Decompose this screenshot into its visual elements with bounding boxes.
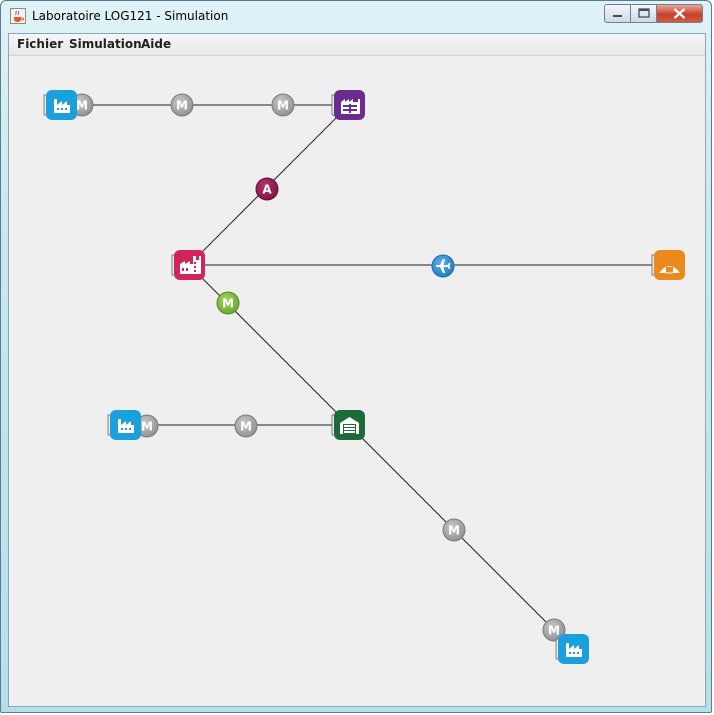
vehicle-m[interactable]: M — [542, 618, 566, 642]
vehicle-label: M — [222, 297, 234, 311]
window-title: Laboratoire LOG121 - Simulation — [32, 9, 229, 23]
menu-bar: Fichier Simulation Aide — [9, 34, 705, 56]
maximize-icon — [638, 8, 650, 18]
menu-simulation[interactable]: Simulation — [69, 37, 142, 51]
factory-icon — [118, 419, 134, 433]
simulation-drawing: M M M — [43, 90, 685, 664]
vehicle-airplane[interactable] — [431, 254, 455, 278]
assembly-plant-icon — [341, 99, 360, 114]
maximize-button[interactable] — [630, 4, 657, 23]
airplane-icon — [436, 259, 451, 273]
minimize-button[interactable] — [604, 4, 631, 23]
warehouse-icon — [340, 417, 359, 434]
factory-icon — [54, 99, 70, 113]
route-lines — [62, 104, 669, 650]
menu-aide[interactable]: Aide — [141, 37, 172, 51]
assembly-plant-node[interactable] — [331, 90, 365, 120]
factory-node[interactable] — [555, 634, 589, 664]
route-line — [188, 264, 350, 426]
title-bar[interactable]: Laboratoire LOG121 - Simulation — [1, 1, 713, 33]
vehicle-label: M — [548, 624, 560, 638]
vehicle-m[interactable]: M — [271, 93, 295, 117]
vehicle-label: M — [277, 99, 289, 113]
assembly-factory-icon — [180, 256, 201, 274]
vehicle-m[interactable]: M — [442, 518, 466, 542]
assembly-factory-node[interactable] — [171, 250, 205, 280]
factory-icon — [566, 643, 582, 657]
java-cup-icon — [10, 8, 26, 24]
vehicle-label: M — [76, 99, 88, 113]
hangar-icon — [659, 266, 680, 274]
vehicle-label: A — [262, 183, 272, 197]
minimize-icon — [613, 15, 622, 17]
vehicle-label: M — [240, 420, 252, 434]
factory-node[interactable] — [107, 410, 141, 440]
hangar-node[interactable] — [651, 250, 685, 280]
vehicle-m[interactable]: M — [170, 93, 194, 117]
menu-fichier[interactable]: Fichier — [17, 37, 64, 51]
close-icon — [673, 8, 686, 19]
vehicle-m[interactable]: M — [234, 414, 258, 438]
vehicle-m-green[interactable]: M — [216, 291, 240, 315]
close-button[interactable] — [656, 4, 703, 23]
simulation-canvas[interactable]: M M M — [9, 56, 705, 706]
warehouse-node[interactable] — [331, 410, 365, 440]
factory-node[interactable] — [43, 90, 77, 120]
vehicle-label: M — [176, 99, 188, 113]
window-client-area: Fichier Simulation Aide — [8, 33, 706, 707]
vehicle-label: M — [141, 420, 153, 434]
vehicle-a[interactable]: A — [255, 177, 279, 201]
vehicle-label: M — [448, 524, 460, 538]
